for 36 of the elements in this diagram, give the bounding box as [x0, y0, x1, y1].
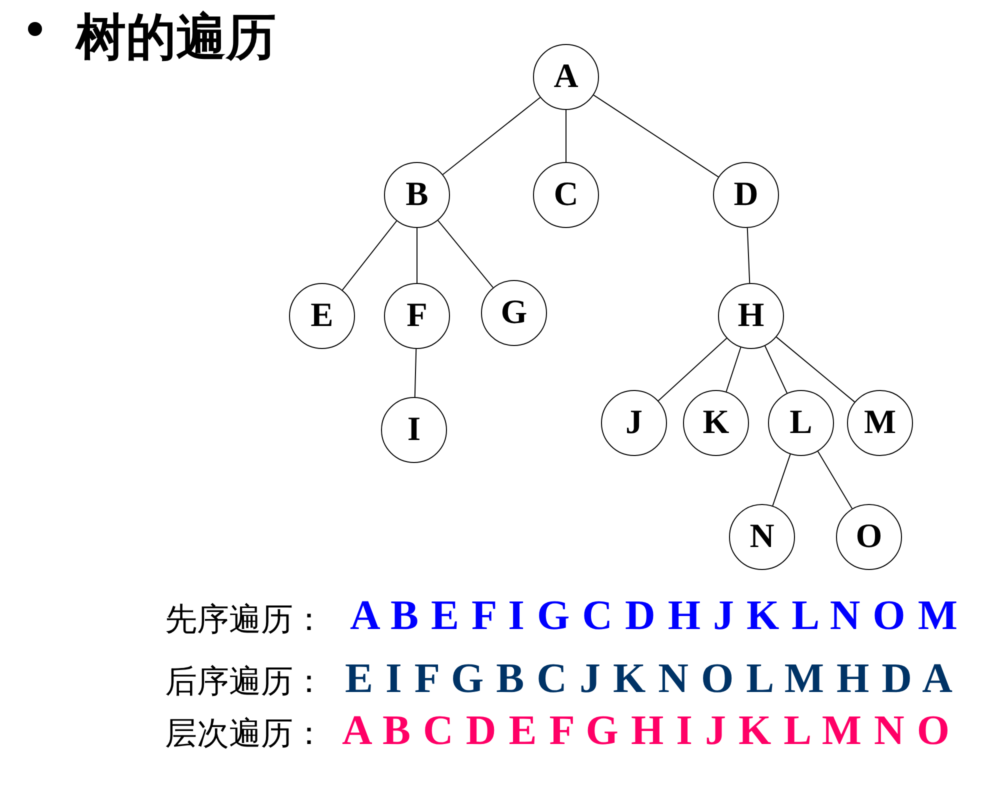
traversal-label: 先序遍历：: [165, 600, 325, 639]
tree-edge: [776, 336, 856, 402]
tree-edge: [416, 228, 418, 284]
traversal-label: 层次遍历：: [165, 714, 325, 753]
node-label: O: [856, 518, 882, 556]
tree-edge: [437, 220, 494, 288]
tree-edge: [342, 220, 398, 291]
tree-node-circle: [718, 283, 784, 349]
node-label: G: [500, 294, 528, 332]
tree-edge: [817, 450, 853, 510]
tree-edge: [414, 348, 417, 398]
traversal-sequence: E I F G B C J K N O L M H D A: [345, 655, 952, 703]
node-label: K: [702, 404, 730, 442]
node-label: C: [554, 176, 578, 214]
traversal-sequence: A B E F I G C D H J K L N O M: [350, 592, 958, 640]
traversal-label: 后序遍历：: [165, 662, 325, 701]
node-label: E: [310, 297, 334, 335]
tree-edge: [593, 94, 719, 178]
node-label: H: [738, 297, 764, 335]
node-label: D: [734, 176, 758, 214]
node-label: A: [554, 58, 578, 96]
tree-edge: [772, 454, 791, 506]
node-label: N: [750, 518, 774, 556]
node-label: I: [407, 411, 421, 449]
node-label: L: [790, 404, 812, 442]
tree-edge: [658, 338, 728, 402]
traversal-sequence: A B C D E F G H I J K L M N O: [342, 707, 950, 755]
title: 树的遍历: [76, 7, 276, 68]
node-label: F: [406, 297, 428, 335]
tree-edge: [764, 345, 788, 394]
tree-edge: [726, 346, 742, 392]
tree-edge: [746, 227, 750, 284]
node-label: B: [406, 176, 428, 214]
node-label: J: [626, 404, 642, 442]
tree-edge: [442, 97, 541, 175]
node-label: M: [864, 404, 896, 442]
